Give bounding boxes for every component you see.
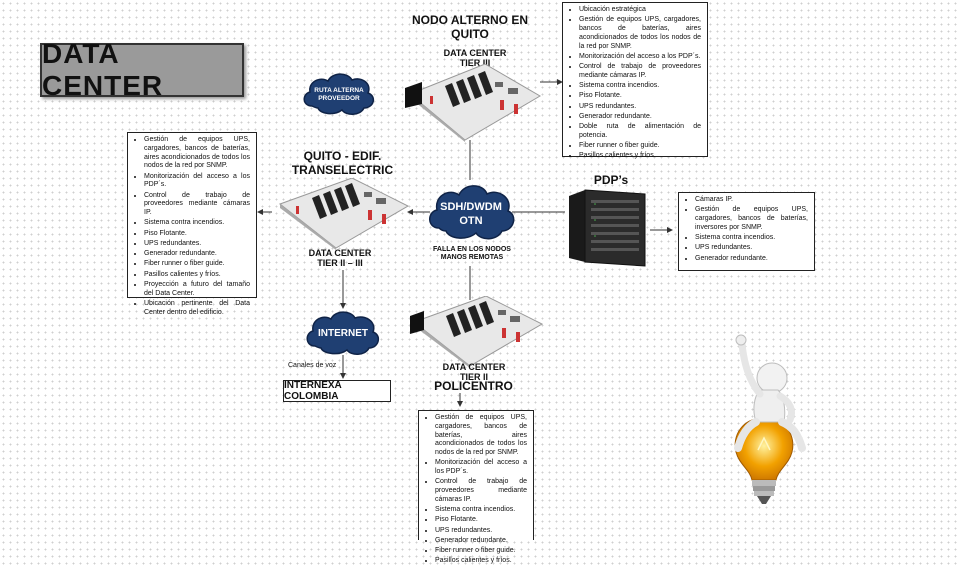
bottom-list-item: UPS redundantes. — [435, 527, 527, 536]
pdp-list-item: Sistema contra incendios. — [695, 234, 808, 243]
ruta-alterna-line1: RUTA ALTERNA — [314, 87, 364, 94]
top-right-feature-list: Ubicación estratégicaGestión de equipos … — [562, 2, 708, 159]
lightbulb-figure-icon — [734, 334, 806, 504]
pdp-rack-illustration — [569, 189, 646, 267]
data-center-left-illustration — [278, 178, 410, 250]
bottom-list-item: Gestión de equipos UPS, cargadores, banc… — [435, 414, 527, 458]
bottom-feature-list: Gestión de equipos UPS, cargadores, banc… — [418, 410, 534, 564]
quito-alterno-heading: NODO ALTERNO EN QUITO — [412, 13, 528, 41]
left-list-item: Generador redundante. — [144, 250, 250, 259]
bottom-list-item: Piso Flotante. — [435, 516, 527, 525]
top-right-list-item: UPS redundantes. — [579, 103, 701, 112]
left-list-item: Control de trabajo de proveedores median… — [144, 192, 250, 218]
title-box: DATA CENTER — [40, 38, 244, 101]
top-right-list: Ubicación estratégicaGestión de equipos … — [567, 6, 701, 161]
bottom-list-item: Fiber runner o fiber guide. — [435, 547, 527, 556]
left-feature-list: Gestión de equipos UPS, cargadores, banc… — [127, 132, 257, 316]
top-right-list-item: Control de trabajo de proveedores median… — [579, 63, 701, 81]
top-right-list-item: Monitorización del acceso a los PDP´s. — [579, 53, 701, 62]
internet-label: INTERNET — [318, 328, 368, 339]
ruta-alterna-line2: PROVEEDOR — [318, 95, 360, 102]
left-list-item: Ubicación pertinente del Data Center den… — [144, 300, 250, 318]
left-list-item: Proyección a futuro del tamaño del Data … — [144, 281, 250, 299]
ruta-alterna-cloud: RUTA ALTERNA PROVEEDOR — [303, 73, 375, 115]
left-list-item: Monitorización del acceso a los PDP´s. — [144, 173, 250, 191]
bottom-list-item: Pasillos calientes y fríos. — [435, 557, 527, 566]
bottom-list-item: Monitorización del acceso a los PDP´s. — [435, 459, 527, 477]
bottom-list: Gestión de equipos UPS, cargadores, banc… — [423, 414, 527, 566]
pdp-list-item: Generador redundante. — [695, 255, 808, 264]
policentro-heading: POLICENTRO — [434, 379, 513, 393]
bottom-list-item: Control de trabajo de proveedores median… — [435, 478, 527, 504]
page-title: DATA CENTER — [42, 38, 164, 101]
sdh-dwdm-line1: SDH/DWDM — [440, 201, 502, 213]
pdp-list-item: UPS redundantes. — [695, 244, 808, 253]
pdp-list-item: Gestión de equipos UPS, cargadores, banc… — [695, 206, 808, 232]
top-right-list-item: Fiber runner o fiber guide. — [579, 142, 701, 151]
left-list-item: Sistema contra incendios. — [144, 219, 250, 228]
sdh-dwdm-line2: OTN — [459, 215, 482, 227]
pdp-feature-list: Cámaras IP.Gestión de equipos UPS, carga… — [678, 192, 815, 271]
internexa-box: INTERNEXA COLOMBIA — [283, 380, 391, 402]
top-right-list-item: Piso Flotante. — [579, 92, 701, 101]
left-list-item: Pasillos calientes y fríos. — [144, 271, 250, 280]
canales-voz-note: Canales de voz — [288, 362, 337, 369]
top-right-list-item: Sistema contra incendios. — [579, 82, 701, 91]
bottom-list-item: Sistema contra incendios. — [435, 506, 527, 515]
data-center-top-illustration — [405, 64, 541, 142]
left-list-item: Gestión de equipos UPS, cargadores, banc… — [144, 136, 250, 171]
data-center-policentro-illustration — [410, 296, 544, 368]
pdp-list-item: Cámaras IP. — [695, 196, 808, 205]
policentro-dc-label: DATA CENTER TIER II — [442, 362, 506, 383]
falla-nodos-note: FALLA EN LOS NODOS MANOS REMOTAS — [433, 246, 511, 262]
bottom-list-item: Generador redundante. — [435, 537, 527, 546]
quito-alterno-dc-label: DATA CENTER TIER III — [443, 48, 507, 69]
transelectric-heading: QUITO - EDIF. TRANSELECTRIC — [291, 149, 394, 177]
internet-cloud: INTERNET — [306, 311, 380, 355]
sdh-dwdm-cloud: SDH/DWDM OTN — [429, 185, 515, 240]
top-right-list-item: Doble ruta de alimentación de potencia. — [579, 123, 701, 141]
top-right-list-item: Ubicación estratégica — [579, 6, 701, 15]
connector-lines — [257, 79, 673, 407]
pdps-heading: PDP’s — [593, 173, 629, 187]
left-list-item: Fiber runner o fiber guide. — [144, 260, 250, 269]
pdp-list: Cámaras IP.Gestión de equipos UPS, carga… — [683, 196, 808, 263]
left-list-item: UPS redundantes. — [144, 240, 250, 249]
top-right-list-item: Generador redundante. — [579, 113, 701, 122]
transelectric-dc-label: DATA CENTER TIER II – III — [308, 248, 372, 269]
left-list-item: Piso Flotante. — [144, 230, 250, 239]
top-right-list-item: Gestión de equipos UPS, cargadores, banc… — [579, 16, 701, 51]
top-right-list-item: Pasillos calientes y fríos. — [579, 152, 701, 161]
left-list: Gestión de equipos UPS, cargadores, banc… — [132, 136, 250, 317]
